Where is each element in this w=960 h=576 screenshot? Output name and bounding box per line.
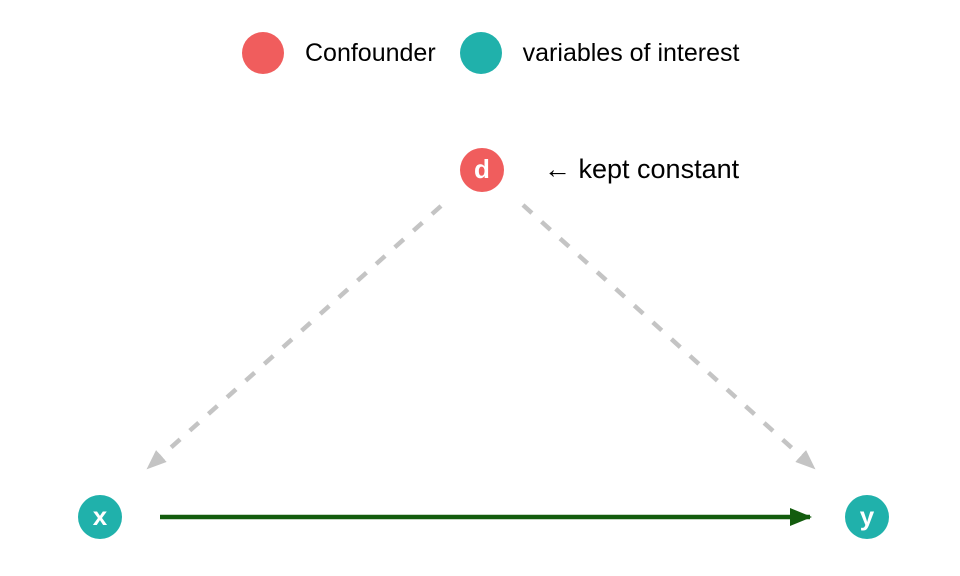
edge-d-x: [146, 204, 443, 470]
edge-d-y: [521, 203, 816, 470]
node-y: y: [845, 495, 889, 539]
legend: Confounder variables of interest: [242, 32, 739, 74]
node-x: x: [78, 495, 122, 539]
confounder-swatch-icon: [242, 32, 284, 74]
kept-constant-annotation: ← kept constant: [544, 154, 740, 184]
node-d-label: d: [474, 154, 490, 184]
legend-label-variables-of-interest: variables of interest: [522, 38, 740, 67]
legend-item-variables-of-interest: variables of interest: [459, 32, 740, 74]
node-y-label: y: [859, 501, 875, 531]
legend-label-confounder: Confounder: [305, 38, 436, 67]
node-x-label: x: [92, 501, 108, 531]
legend-item-confounder: Confounder: [242, 32, 436, 74]
interest-swatch-icon: [459, 32, 502, 74]
node-d: d: [460, 148, 504, 192]
